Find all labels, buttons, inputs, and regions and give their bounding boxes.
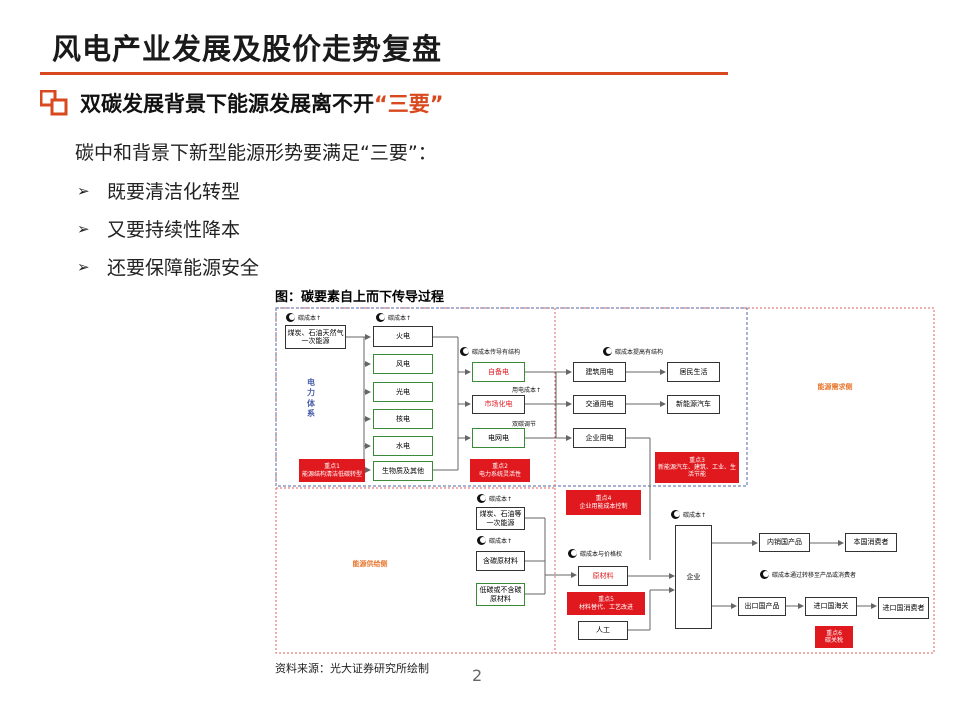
focus-desc: 企业用能成本控制 (579, 502, 628, 510)
transport-power-box: 交通用电 (573, 395, 626, 414)
raw-material-box: 原材料 (578, 566, 628, 586)
focus-desc: 材料替代、工艺改进 (578, 603, 633, 611)
labor-box: 人工 (578, 621, 628, 640)
domestic-consumer-box: 本国消费者 (845, 533, 897, 552)
cost-label: 碳成本传导有结构 (460, 347, 520, 356)
focus-4-box: 重点4 企业用能成本控制 (566, 490, 641, 515)
cost-label-text: 碳成本通过转移至产品或消费者 (772, 572, 857, 579)
enterprise-power-box: 企业用电 (573, 428, 626, 448)
bullet-marker-icon: ➢ (77, 181, 90, 200)
cost-label: 碳成本与价格权 (568, 549, 622, 558)
focus-title: 重点2 (492, 463, 508, 471)
focus-2-box: 重点2 电力系统灵活性 (470, 459, 530, 482)
cost-label: 碳成本↑ (671, 510, 706, 519)
focus-3-box: 重点3 新能源汽车、建筑、工业、生活节能 (655, 452, 739, 483)
cost-label-text: 碳成本↑ (489, 496, 513, 503)
focus-title: 重点1 (324, 463, 340, 471)
section-bullet-icon (40, 90, 68, 116)
export-product-box: 出口国产品 (738, 597, 786, 616)
nev-box: 新能源汽车 (667, 395, 720, 414)
grid-power-box: 电网电 (472, 428, 525, 448)
focus-title: 重点6 (826, 629, 842, 637)
focus-desc: 电力系统灵活性 (478, 470, 521, 478)
focus-6-box: 重点6 碳关税 (815, 626, 853, 648)
import-customs-box: 进口国海关 (805, 597, 857, 616)
bullet-marker-icon: ➢ (77, 219, 90, 238)
building-power-box: 建筑用电 (573, 362, 626, 382)
carbon-icon (671, 510, 680, 519)
bullet-text: 还要保障能源安全 (107, 257, 260, 279)
figure-caption: 图：碳要素自上而下传导过程 (275, 290, 445, 305)
cost-label: 碳成本通过转移至产品或消费者 (760, 570, 856, 579)
solar-power-box: 光电 (373, 382, 433, 402)
nuclear-power-box: 核电 (373, 409, 433, 429)
page-number: 2 (472, 666, 483, 685)
hydro-power-box: 水电 (373, 436, 433, 456)
focus-desc: 新能源汽车、建筑、工业、生活节能 (657, 463, 736, 479)
focus-5-box: 重点5 材料替代、工艺改进 (567, 592, 645, 615)
section-title: 双碳发展背景下能源发展离不开“三要” (80, 88, 444, 118)
cost-label-text: 碳成本↑ (489, 538, 513, 545)
fossil-primary-box: 煤炭、石油天然气一次能源 (285, 325, 346, 349)
biomass-power-box: 生物质及其他 (373, 461, 433, 481)
cost-label: 碳成本提高有结构 (603, 347, 663, 356)
cost-label-text: 碳成本提高有结构 (615, 349, 664, 356)
cost-label-text: 碳成本↑ (298, 315, 322, 322)
cost-label-text: 碳成本↑ (388, 315, 412, 322)
carbon-icon (376, 313, 385, 322)
cost-label: 碳成本↑ (286, 313, 321, 322)
elec-cost-label: 用电成本↑ (512, 387, 542, 394)
focus-desc: 能源结构清洁低碳转型 (301, 470, 362, 478)
intro-text: 碳中和背景下新型能源形势要满足“三要”： (75, 142, 437, 164)
carbon-icon (603, 347, 612, 356)
cost-label: 碳成本↑ (477, 536, 512, 545)
supply-side-label: 能源供给侧 (352, 560, 388, 568)
thermal-power-box: 火电 (373, 326, 433, 347)
focus-title: 重点4 (595, 495, 612, 503)
section-title-highlight: “三要” (374, 92, 444, 116)
cost-label-text: 碳成本与价格权 (580, 551, 623, 558)
carbon-icon (460, 347, 469, 356)
cost-label: 碳成本↑ (477, 494, 512, 503)
carbon-material-box: 含碳原材料 (476, 551, 525, 571)
bullet-text: 又要持续性降本 (107, 219, 241, 241)
market-power-box: 市场化电 (472, 395, 525, 414)
section-title-text: 双碳发展背景下能源发展离不开 (80, 92, 374, 116)
carbon-icon (477, 494, 486, 503)
page-title: 风电产业发展及股价走势复盘 (52, 32, 443, 66)
carbon-icon (760, 570, 769, 579)
focus-title: 重点3 (689, 456, 705, 464)
company-box: 企业 (675, 525, 712, 629)
market-adjust-label: 双碳调节 (512, 421, 537, 428)
focus-title: 重点5 (598, 596, 614, 604)
carbon-icon (568, 549, 577, 558)
carbon-icon (477, 536, 486, 545)
bullet-item: ➢ 既要清洁化转型 (77, 177, 240, 204)
fossil-primary-2-box: 煤炭、石油等一次能源 (476, 507, 525, 530)
domestic-product-box: 内销国产品 (759, 533, 810, 552)
cost-label: 碳成本↑ (376, 313, 411, 322)
title-underline (40, 72, 728, 75)
residential-box: 居民生活 (667, 362, 720, 382)
self-use-power-box: 自备电 (472, 362, 525, 382)
import-consumer-box: 进口国消费者 (878, 597, 929, 619)
focus-1-box: 重点1 能源结构清洁低碳转型 (299, 459, 365, 482)
carbon-icon (286, 313, 295, 322)
bullet-text: 既要清洁化转型 (107, 181, 241, 203)
wind-power-box: 风电 (373, 354, 433, 374)
cost-label-text: 碳成本传导有结构 (472, 349, 521, 356)
low-carbon-material-box: 低碳或不含碳原材料 (476, 583, 525, 606)
focus-desc: 碳关税 (824, 637, 843, 644)
bullet-item: ➢ 又要持续性降本 (77, 215, 240, 242)
demand-side-label: 能源需求侧 (817, 383, 853, 391)
source-note: 资料来源：光大证券研究所绘制 (275, 662, 429, 675)
bullet-item: ➢ 还要保障能源安全 (77, 253, 259, 280)
power-system-label: 电力体系 (307, 378, 315, 419)
cost-label-text: 碳成本↑ (683, 512, 707, 519)
bullet-marker-icon: ➢ (77, 257, 90, 276)
